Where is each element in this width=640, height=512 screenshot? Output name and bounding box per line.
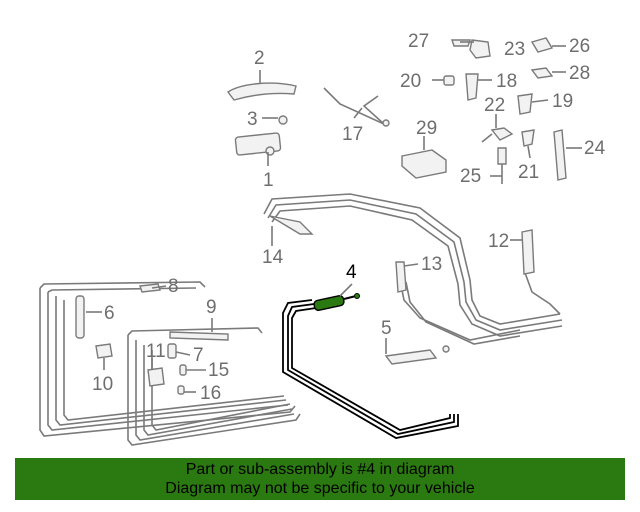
callout-7: 7 xyxy=(193,345,204,366)
hydraulic-lines-left xyxy=(39,281,301,446)
part-shapes xyxy=(75,37,567,395)
callout-12: 12 xyxy=(488,231,509,252)
callout-24: 24 xyxy=(584,138,606,159)
callout-10: 10 xyxy=(92,374,113,395)
callout-17: 17 xyxy=(342,124,363,145)
pump-cylinder-4 xyxy=(313,293,360,311)
callout-18: 18 xyxy=(496,71,517,92)
callout-23: 23 xyxy=(504,39,525,60)
callout-4: 4 xyxy=(346,262,357,283)
callout-6: 6 xyxy=(104,303,115,324)
callout-15: 15 xyxy=(208,360,229,381)
parts-diagram: 1 2 3 4 5 6 7 8 9 10 11 12 13 14 15 16 1… xyxy=(39,31,606,446)
callout-26: 26 xyxy=(569,36,590,57)
callout-20: 20 xyxy=(400,71,421,92)
callout-19: 19 xyxy=(552,91,573,112)
callout-25: 25 xyxy=(460,166,481,187)
banner-line-part-number: Part or sub-assembly is #4 in diagram xyxy=(185,461,455,478)
leader-arrows xyxy=(86,41,582,393)
callout-27: 27 xyxy=(408,31,429,52)
callout-11: 11 xyxy=(146,341,166,362)
callout-numbers: 1 2 3 4 5 6 7 8 9 10 11 12 13 14 15 16 1… xyxy=(92,31,606,404)
callout-9: 9 xyxy=(206,297,217,318)
hydraulic-lines-right xyxy=(263,193,563,345)
callout-13: 13 xyxy=(421,254,442,275)
highlighted-line-4 xyxy=(282,299,459,439)
callout-1: 1 xyxy=(263,170,274,191)
callout-16: 16 xyxy=(200,383,221,404)
callout-3: 3 xyxy=(247,109,258,130)
callout-5: 5 xyxy=(381,318,392,339)
banner-line-disclaimer: Diagram may not be specific to your vehi… xyxy=(165,480,475,497)
callout-2: 2 xyxy=(254,48,265,69)
info-banner: Part or sub-assembly is #4 in diagram Di… xyxy=(15,458,625,500)
callout-14: 14 xyxy=(262,247,284,268)
callout-29: 29 xyxy=(416,118,437,139)
callout-8: 8 xyxy=(168,276,179,297)
callout-22: 22 xyxy=(484,95,505,116)
callout-21: 21 xyxy=(518,162,539,183)
callout-28: 28 xyxy=(569,63,590,84)
